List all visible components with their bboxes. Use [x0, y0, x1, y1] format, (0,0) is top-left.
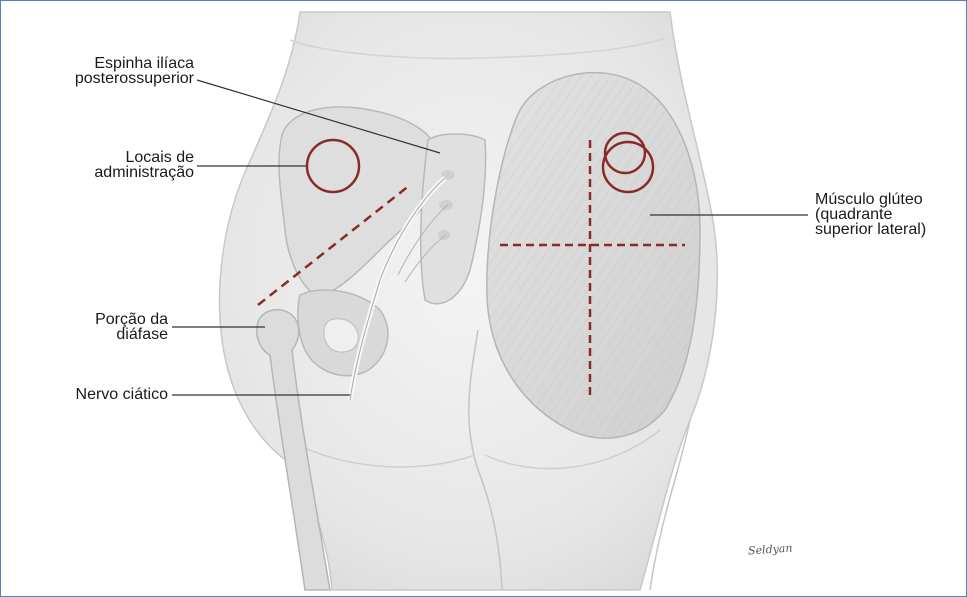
label-nervo-ciatico: Nervo ciático — [40, 387, 168, 402]
label-musculo-gluteo: Músculo glúteo (quadrante superior later… — [815, 192, 965, 237]
label-espinha-iliaca: Espinha ilíaca posterossuperior — [48, 56, 194, 86]
label-porcao-diafase: Porção da diáfase — [60, 312, 168, 342]
label-locais-administracao: Locais de administração — [60, 150, 194, 180]
